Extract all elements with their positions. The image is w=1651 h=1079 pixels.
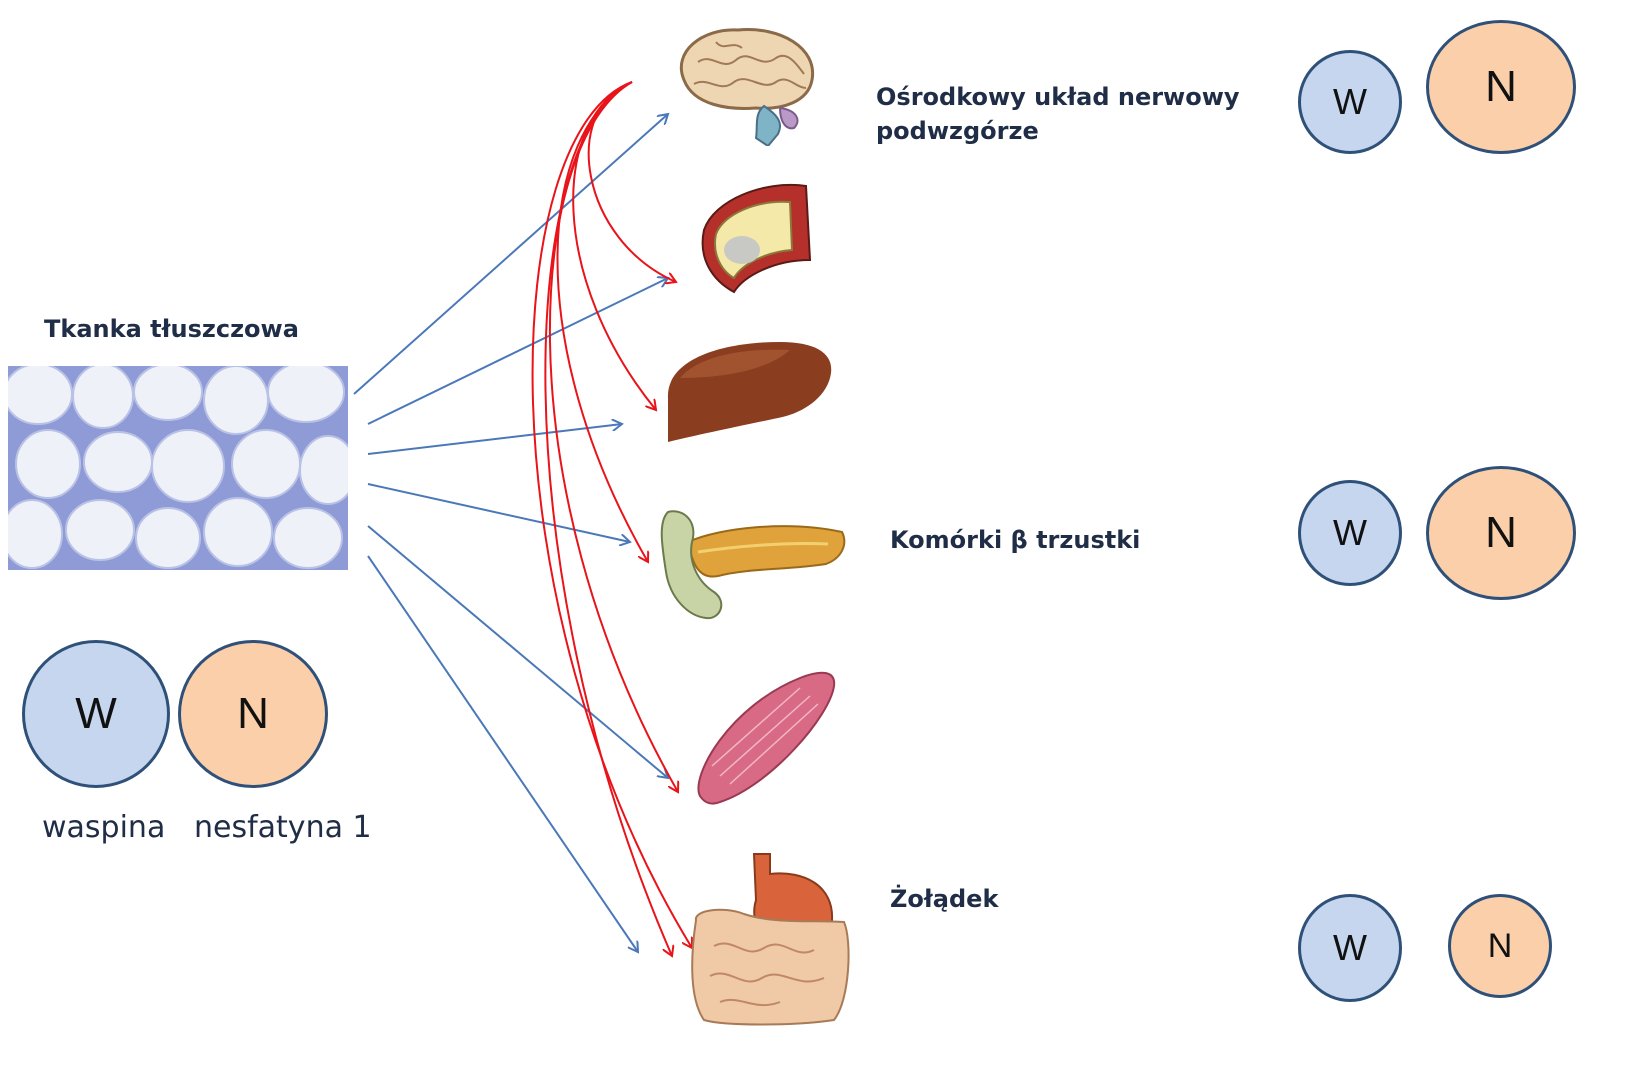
stomach-nesfatyna-letter: N [1488,927,1513,966]
liver-icon [660,338,840,442]
cns-nesfatyna-letter: N [1485,62,1517,112]
cns-label-line1: Ośrodkowy układ nerwowy [876,80,1240,114]
blue-arrow-intestine [368,556,638,952]
cns-label-line2: podwzgórze [876,114,1039,148]
pancreas-nesfatyna-letter: N [1485,508,1517,558]
cns-nesfatyna-circle: N [1426,20,1576,154]
artery-icon [694,180,814,296]
stomach-label: Żołądek [890,882,998,916]
blue-arrow-pancreas [368,484,630,542]
brain-icon [672,22,822,146]
cns-waspina-letter: W [1333,81,1367,123]
blue-arrow-brain [354,114,668,394]
red-arrow-artery [589,82,676,282]
pancreas-waspina-circle: W [1298,480,1402,586]
stomach-nesfatyna-circle: N [1448,894,1552,998]
cns-waspina-circle: W [1298,50,1402,154]
blue-arrow-artery [368,278,668,424]
blue-arrow-liver [368,424,622,454]
intestine-icon [684,850,854,1026]
pancreas-label: Komórki β trzustki [890,523,1140,557]
pancreas-icon [658,502,848,622]
muscle-icon [690,666,840,806]
stomach-waspina-circle: W [1298,894,1402,1002]
blue-arrow-muscle [368,526,668,778]
pancreas-waspina-letter: W [1333,512,1367,554]
stomach-waspina-letter: W [1333,927,1367,969]
pancreas-nesfatyna-circle: N [1426,466,1576,600]
red-arrow-muscle [550,82,678,792]
red-arrow-pancreas [557,82,648,562]
red-arrow-intestine-2 [545,82,672,956]
